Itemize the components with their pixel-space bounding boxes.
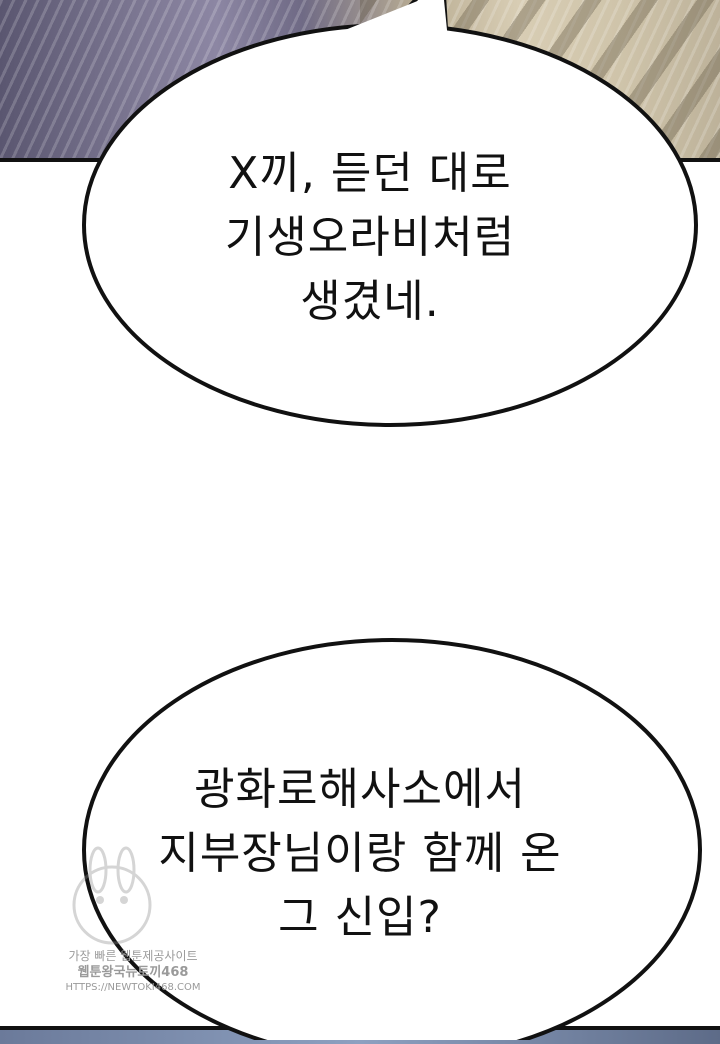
speech-text-bottom: 광화로해사소에서 지부장님이랑 함께 온 그 신입? — [120, 758, 600, 950]
speech-line: 그 신입? — [278, 892, 442, 943]
watermark-tagline: 가장 빠른 웹툰제공사이트 — [68, 949, 198, 963]
speech-line: 지부장님이랑 함께 온 — [158, 828, 562, 879]
speech-line: 광화로해사소에서 — [194, 764, 526, 815]
speech-bubble-bottom — [82, 638, 702, 1040]
speech-line: 기생오라비처럼 — [224, 212, 516, 263]
watermark-logo-icon — [72, 846, 152, 945]
speech-bubble-top — [82, 0, 698, 427]
speech-line: X끼, 듣던 대로 — [228, 148, 512, 199]
speech-line: 생겼네. — [300, 276, 440, 327]
watermark: 가장 빠른 웹툰제공사이트 웹툰왕국뉴토끼468 HTTPS://NEWTOKI… — [48, 948, 218, 995]
watermark-url: HTTPS://NEWTOKI468.COM — [65, 982, 201, 993]
watermark-site-name: 웹툰왕국뉴토끼468 — [77, 965, 189, 980]
speech-text-top: X끼, 듣던 대로 기생오라비처럼 생겼네. — [160, 142, 580, 334]
